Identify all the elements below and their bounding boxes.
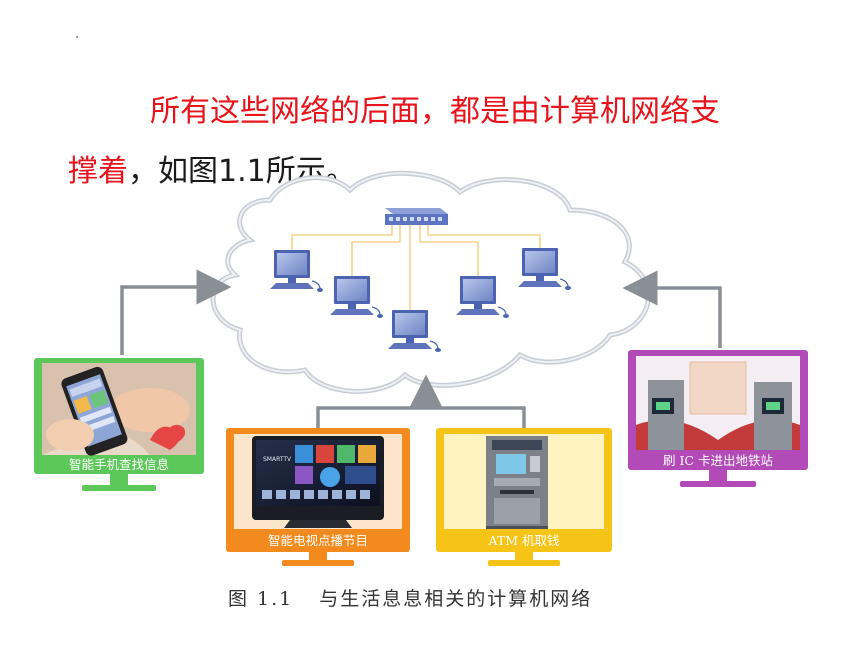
television-icon: SMARTTV <box>252 436 384 528</box>
tv-monitor: SMARTTV 智能电视点播节目 <box>226 428 410 566</box>
network-switch-icon <box>385 208 448 225</box>
smartphone-icon <box>61 366 128 456</box>
speck <box>76 36 78 38</box>
intro-line-1: 所有这些网络的后面，都是由计算机网络支 <box>150 82 720 142</box>
atm-label: ATM 机取钱 <box>488 533 560 548</box>
tv-brand-text: SMARTTV <box>263 456 292 463</box>
phone-monitor: 智能手机查找信息 <box>34 358 204 491</box>
atm-icon <box>486 436 548 529</box>
subway-monitor: 刷 IC 卡进出地铁站 <box>628 350 808 487</box>
tv-label: 智能电视点播节目 <box>268 533 368 548</box>
phone-label: 智能手机查找信息 <box>69 457 169 472</box>
network-cloud <box>210 170 652 394</box>
figure-number: 图 1.1 <box>228 588 294 610</box>
figure-caption: 图 1.1 与生活息息相关的计算机网络 <box>228 584 592 611</box>
figure-title: 与生活息息相关的计算机网络 <box>319 588 593 610</box>
subway-label: 刷 IC 卡进出地铁站 <box>663 453 773 468</box>
connection-arrows <box>120 269 722 430</box>
intro-line-1-text: 所有这些网络的后面，都是由计算机网络支 <box>150 94 720 129</box>
network-cables <box>291 225 541 310</box>
turnstile-icon-right <box>754 382 792 450</box>
atm-monitor: ATM 机取钱 <box>436 428 612 566</box>
turnstile-icon-left <box>648 380 684 450</box>
intro-line-2-red-text: 撑着 <box>68 154 128 189</box>
